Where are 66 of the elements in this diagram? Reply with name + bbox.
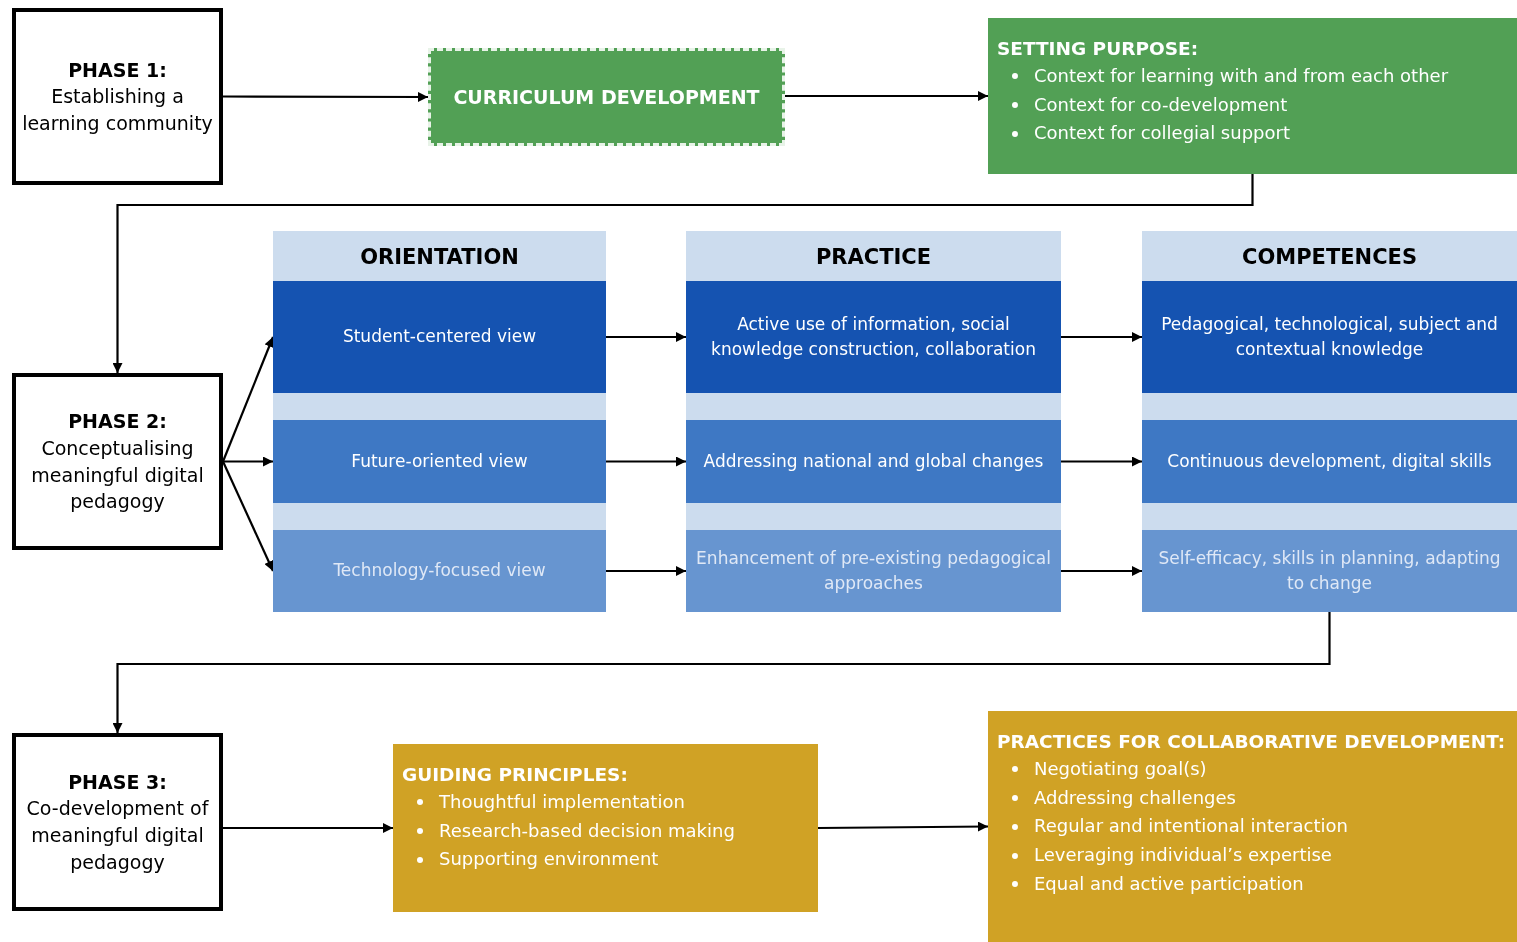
arrow <box>606 456 686 467</box>
box-text: Addressing national and global changes <box>703 449 1044 473</box>
bullet-item: Research-based decision making <box>439 818 735 843</box>
box-text: Self-efficacy, skills in planning, adapting to change <box>1157 546 1502 595</box>
phase-description: Establishing a learning community <box>21 84 214 136</box>
box-heading: SETTING PURPOSE: <box>997 37 1200 61</box>
arrow <box>223 92 428 102</box>
box-text: Active use of information, social knowledge construction, collaboration <box>710 312 1037 361</box>
bullet-item: Addressing challenges <box>1034 785 1236 810</box>
process-box <box>988 18 1517 174</box>
arrow <box>112 174 1254 373</box>
phase-box <box>12 733 223 911</box>
arrow <box>112 612 1331 733</box>
box-text: Enhancement of pre-existing pedagogical approaches <box>696 546 1051 595</box>
process-box <box>273 420 606 503</box>
bullet-item: Equal and active participation <box>1034 872 1304 897</box>
arrow <box>818 821 988 832</box>
box-text: CURRICULUM DEVELOPMENT <box>453 86 760 108</box>
arrow <box>1061 332 1142 342</box>
box-text: Continuous development, digital skills <box>1167 449 1492 473</box>
arrow <box>1061 456 1142 467</box>
phase-description: Co-development of meaningful digital pedagogy <box>25 796 210 875</box>
bullet-item: Regular and intentional interaction <box>1034 814 1348 839</box>
arrow <box>222 461 274 572</box>
phase-box <box>12 373 223 550</box>
bullet-item: Leveraging individual’s expertise <box>1034 843 1332 868</box>
phase-box <box>12 8 223 185</box>
box-text: Technology-focused view <box>333 559 546 583</box>
process-box <box>686 530 1061 612</box>
bullet-item: Thoughtful implementation <box>439 789 685 814</box>
column-heading: PRACTICE <box>814 245 933 269</box>
arrow <box>1061 566 1142 576</box>
bullet-item: Context for co-development <box>1034 92 1288 117</box>
column-heading: COMPETENCES <box>1241 245 1418 269</box>
bullet-item: Supporting environment <box>439 847 659 872</box>
phase-title: PHASE 1: <box>68 57 167 83</box>
bullet-item: Negotiating goal(s) <box>1034 756 1207 781</box>
process-box <box>686 281 1061 393</box>
process-box <box>1142 530 1517 612</box>
box-heading: PRACTICES FOR COLLABORATIVE DEVELOPMENT: <box>997 730 1507 754</box>
arrow <box>223 823 393 833</box>
process-box <box>393 744 818 912</box>
arrow <box>223 456 273 467</box>
process-box <box>428 48 785 146</box>
bullet-item: Context for learning with and from each other <box>1034 63 1449 88</box>
process-box <box>1142 420 1517 503</box>
phase-title: PHASE 2: <box>68 409 167 435</box>
bullet-item: Context for collegial support <box>1034 121 1290 146</box>
process-box <box>988 711 1517 942</box>
column-panel <box>273 231 606 612</box>
phase-description: Conceptualising meaningful digital pedagogy <box>30 435 205 515</box>
process-box <box>273 281 606 393</box>
box-text: Student-centered view <box>342 325 537 349</box>
column-panel <box>686 231 1061 612</box>
box-text: Future-oriented view <box>351 449 528 473</box>
phase-title: PHASE 3: <box>68 769 167 795</box>
arrow <box>785 91 988 101</box>
box-text: Pedagogical, technological, subject and contextual knowledge <box>1160 312 1499 361</box>
arrow <box>606 332 686 342</box>
arrow <box>606 566 686 576</box>
process-box <box>1142 281 1517 393</box>
process-box <box>686 420 1061 503</box>
column-panel <box>1142 231 1517 612</box>
column-heading: ORIENTATION <box>359 245 520 269</box>
box-heading: GUIDING PRINCIPLES: <box>402 763 629 787</box>
process-box <box>273 530 606 612</box>
